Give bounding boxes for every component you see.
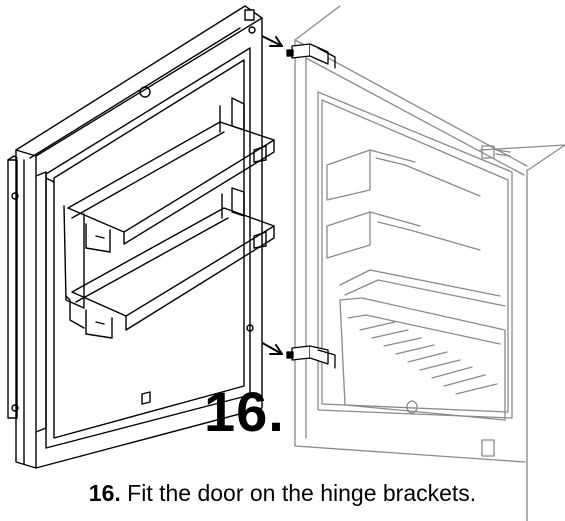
upper-hinge-bracket <box>286 43 336 69</box>
caption-text: Fit the door on the hinge brackets. <box>120 480 477 506</box>
lower-hinge-bracket <box>286 345 336 369</box>
door-shelf-upper <box>63 97 275 309</box>
step-number-badge: 16. <box>204 380 285 443</box>
crisper-drawer <box>339 297 506 421</box>
cabinet <box>294 5 565 521</box>
door-shelf-lower <box>65 187 275 339</box>
step-caption: 16. Fit the door on the hinge brackets. <box>0 480 565 507</box>
caption-step-number: 16. <box>88 480 121 506</box>
refrigerator-door <box>7 5 263 469</box>
